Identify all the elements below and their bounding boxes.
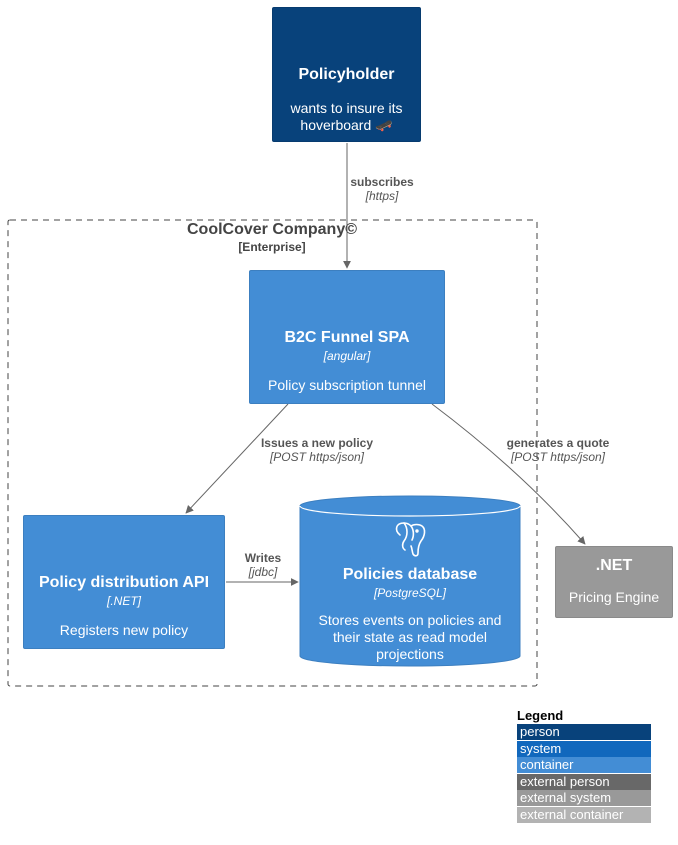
legend-title: Legend bbox=[517, 708, 564, 723]
legend-item-external-container: external container bbox=[517, 806, 651, 823]
pricing-icon-label: .NET bbox=[595, 557, 633, 574]
generates-quote-arrow bbox=[431, 403, 586, 545]
issues-policy-label-text: Issues a new policy bbox=[260, 436, 374, 450]
generates-quote-label: generates a quote [POST https/json] bbox=[495, 436, 621, 464]
boundary-type: [Enterprise] bbox=[238, 240, 306, 254]
person-name: Policyholder bbox=[298, 66, 395, 83]
api-description: Registers new policy bbox=[59, 622, 189, 638]
subscribes-technology: [https] bbox=[365, 189, 399, 203]
legend-item-person: person bbox=[517, 724, 651, 740]
spa-name: B2C Funnel SPA bbox=[284, 329, 410, 346]
issues-policy-label: Issues a new policy [POST https/json] bbox=[250, 436, 384, 464]
issues-policy-technology: [POST https/json] bbox=[269, 450, 365, 464]
writes-label: Writes [jdbc] bbox=[236, 551, 290, 579]
legend-item-external-system: external system bbox=[517, 790, 651, 806]
database-technology: [PostgreSQL] bbox=[373, 586, 447, 600]
legend-item-container: container bbox=[517, 757, 651, 773]
generates-quote-technology: [POST https/json] bbox=[510, 450, 606, 464]
boundary-title: CoolCover Company© bbox=[186, 221, 358, 238]
pricing-engine-external[interactable]: .NET Pricing Engine bbox=[555, 546, 673, 618]
api-name: Policy distribution API bbox=[38, 574, 210, 591]
database-description: Stores events on policies and their stat… bbox=[318, 612, 502, 662]
legend: Legend person system container external … bbox=[517, 708, 651, 823]
postgresql-icon bbox=[395, 522, 426, 557]
api-technology: [.NET] bbox=[106, 594, 141, 608]
writes-label-text: Writes bbox=[244, 551, 282, 565]
database-name: Policies database bbox=[342, 566, 478, 583]
legend-item-system: system bbox=[517, 740, 651, 757]
policies-database-labels: Policies database [PostgreSQL] Stores ev… bbox=[300, 520, 520, 663]
b2c-funnel-spa-container[interactable]: B2C Funnel SPA [angular] Policy subscrip… bbox=[249, 270, 445, 404]
database-shape[interactable] bbox=[299, 495, 521, 667]
subscribes-label: subscribes [https] bbox=[340, 175, 424, 203]
spa-technology: [angular] bbox=[323, 349, 371, 363]
subscribes-label-text: subscribes bbox=[350, 175, 414, 189]
policy-distribution-api-container[interactable]: Policy distribution API [.NET] Registers… bbox=[23, 515, 225, 649]
person-description: wants to insure its hoverboard 🛹 bbox=[290, 100, 403, 133]
spa-description: Policy subscription tunnel bbox=[268, 377, 426, 393]
writes-technology: [jdbc] bbox=[248, 565, 278, 579]
generates-quote-label-text: generates a quote bbox=[506, 436, 610, 450]
pricing-name: Pricing Engine bbox=[568, 589, 660, 605]
issues-policy-arrow bbox=[185, 403, 289, 514]
enterprise-boundary bbox=[7, 219, 538, 687]
legend-item-external-person: external person bbox=[517, 773, 651, 790]
policyholder-person[interactable]: Policyholder wants to insure its hoverbo… bbox=[272, 7, 421, 142]
